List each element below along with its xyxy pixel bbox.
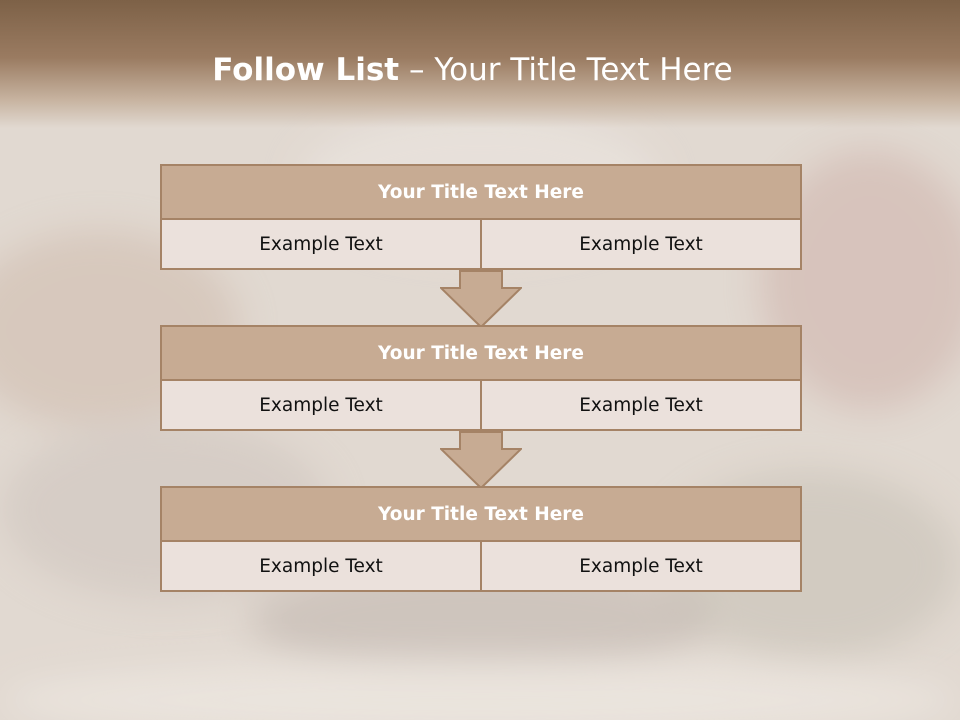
block-cell-left: Example Text bbox=[160, 381, 482, 431]
block-title: Your Title Text Here bbox=[160, 164, 802, 220]
title-bar bbox=[0, 0, 960, 128]
list-block-1: Your Title Text Here Example Text Exampl… bbox=[160, 164, 802, 270]
block-title: Your Title Text Here bbox=[160, 325, 802, 381]
list-block-3: Your Title Text Here Example Text Exampl… bbox=[160, 486, 802, 592]
block-cell-left: Example Text bbox=[160, 542, 482, 592]
block-cell-left: Example Text bbox=[160, 220, 482, 270]
slide-title-bold: Follow List bbox=[212, 52, 400, 88]
slide-title-rest: – Your Title Text Here bbox=[399, 52, 733, 88]
block-row: Example Text Example Text bbox=[160, 542, 802, 592]
block-title: Your Title Text Here bbox=[160, 486, 802, 542]
block-cell-right: Example Text bbox=[480, 381, 802, 431]
block-row: Example Text Example Text bbox=[160, 381, 802, 431]
down-arrow-icon bbox=[440, 270, 522, 328]
slide-title: Follow List – Your Title Text Here bbox=[0, 52, 945, 88]
down-arrow-icon bbox=[440, 431, 522, 489]
list-block-2: Your Title Text Here Example Text Exampl… bbox=[160, 325, 802, 431]
block-row: Example Text Example Text bbox=[160, 220, 802, 270]
block-cell-right: Example Text bbox=[480, 220, 802, 270]
block-cell-right: Example Text bbox=[480, 542, 802, 592]
